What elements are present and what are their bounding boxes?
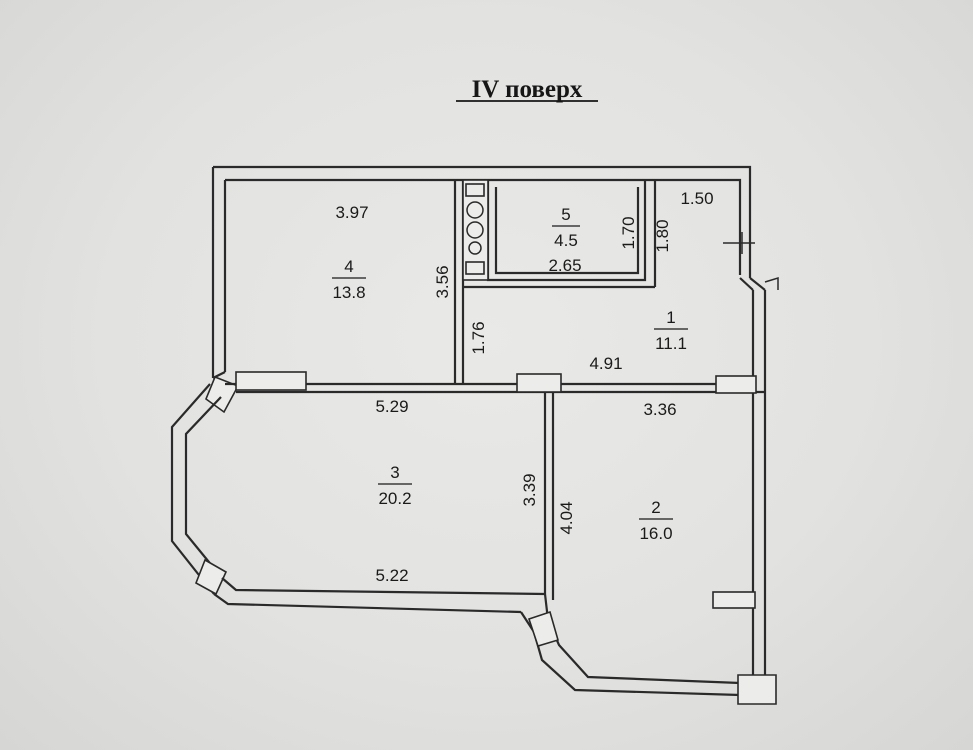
bay-window-left bbox=[170, 375, 546, 614]
dim-room4-side: 3.56 bbox=[433, 265, 452, 298]
svg-text:11.1: 11.1 bbox=[655, 334, 687, 353]
wall-niche-room2 bbox=[712, 591, 756, 609]
svg-text:20.2: 20.2 bbox=[378, 489, 411, 508]
floor-title: IV поверх bbox=[472, 76, 583, 103]
room-4-label: 4 13.8 bbox=[332, 257, 366, 302]
dim-room3-bottom: 5.22 bbox=[375, 566, 408, 585]
dim-room5-side: 1.70 bbox=[619, 216, 638, 249]
room-5-label: 5 4.5 bbox=[552, 205, 580, 250]
room-2-label: 2 16.0 bbox=[639, 498, 673, 543]
svg-text:13.8: 13.8 bbox=[332, 283, 365, 302]
dim-room4-top: 3.97 bbox=[335, 203, 368, 222]
dim-room3-side: 3.39 bbox=[520, 473, 539, 506]
door-room1 bbox=[516, 373, 562, 393]
dim-corridor-top: 1.50 bbox=[680, 189, 713, 208]
room-3-label: 3 20.2 bbox=[378, 463, 412, 508]
dim-room1-bottom: 4.91 bbox=[589, 354, 622, 373]
svg-text:2: 2 bbox=[651, 498, 660, 517]
dim-room2-side: 4.04 bbox=[557, 501, 576, 534]
svg-text:3: 3 bbox=[390, 463, 399, 482]
dim-room1-side: 1.76 bbox=[469, 321, 488, 354]
door-room2 bbox=[715, 375, 757, 394]
dim-room5-bottom: 2.65 bbox=[548, 256, 581, 275]
svg-text:1: 1 bbox=[666, 308, 675, 327]
svg-text:5: 5 bbox=[561, 205, 570, 224]
svg-text:4: 4 bbox=[344, 257, 353, 276]
bay-window-bottom bbox=[520, 593, 777, 705]
window-room4 bbox=[235, 371, 307, 391]
dim-room2-top: 3.36 bbox=[643, 400, 676, 419]
openings bbox=[235, 371, 757, 609]
svg-text:16.0: 16.0 bbox=[639, 524, 672, 543]
dim-room3-top: 5.29 bbox=[375, 397, 408, 416]
svg-text:4.5: 4.5 bbox=[554, 231, 578, 250]
room-1-label: 1 11.1 bbox=[654, 308, 688, 353]
dim-corridor-side: 1.80 bbox=[653, 219, 672, 252]
